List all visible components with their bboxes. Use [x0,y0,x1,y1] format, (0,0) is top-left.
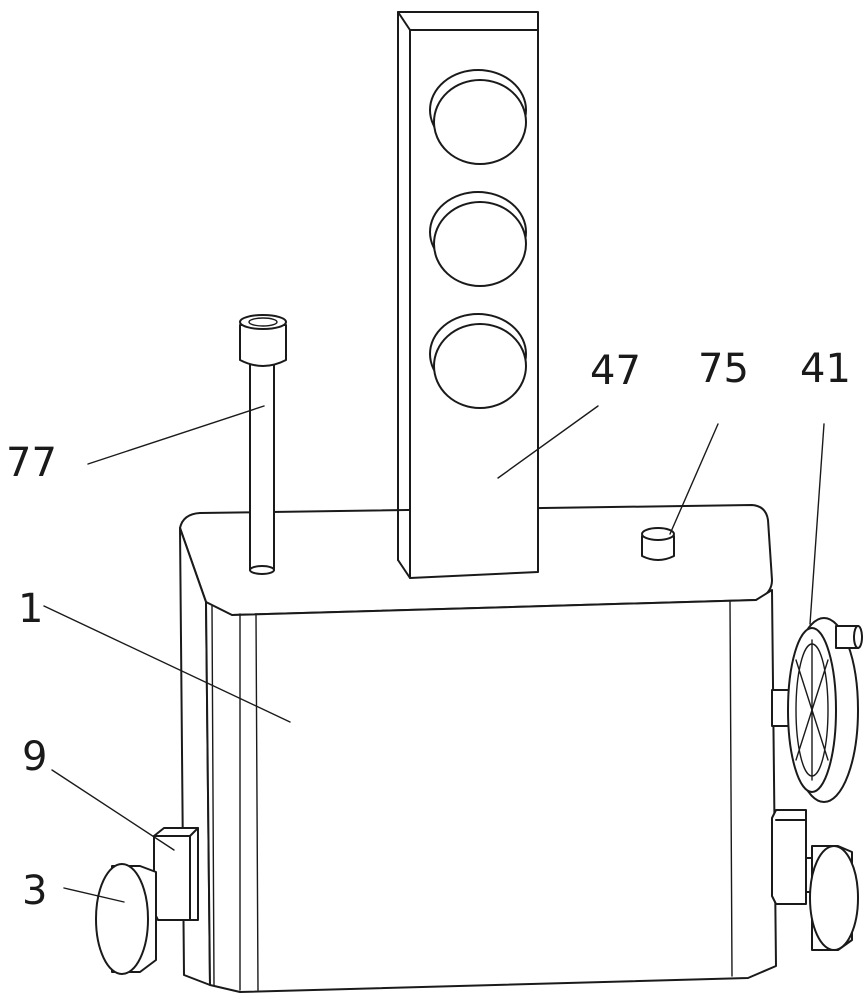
leader-47 [497,405,599,479]
label-3: 3 [22,868,47,914]
body-part-1 [179,504,777,993]
leader-9 [51,769,175,851]
antenna-part-77 [239,314,287,575]
part-labels: 77 1 9 3 47 75 41 [6,346,851,914]
label-77: 77 [6,440,57,486]
leader-1 [43,605,291,723]
leader-41 [809,423,825,625]
leader-lines [43,405,825,903]
label-47: 47 [590,348,641,394]
leader-3 [63,887,125,903]
leader-75 [669,423,719,535]
label-1: 1 [18,586,43,632]
handwheel-part-41 [771,617,863,803]
label-41: 41 [800,346,851,392]
button-part-75 [641,527,675,561]
label-75: 75 [698,346,749,392]
label-9: 9 [22,734,47,780]
right-wheel-assembly [771,809,859,951]
wheel-part-3 [95,863,157,975]
leader-77 [87,405,265,465]
signal-column-part-47 [397,11,539,579]
